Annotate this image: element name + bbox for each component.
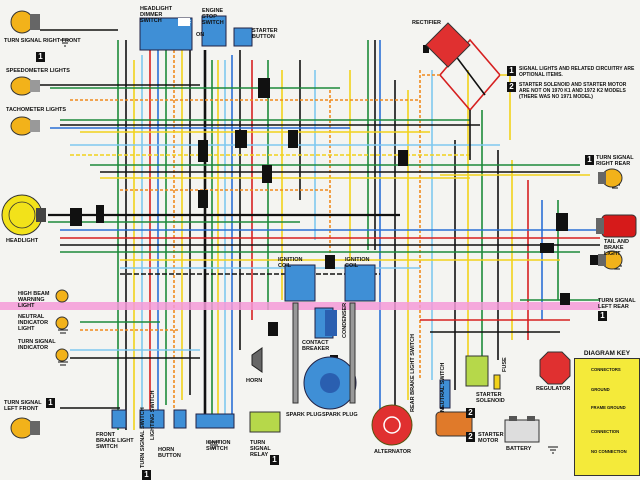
label-horn-button: HORN BUTTON [158, 447, 181, 459]
spark-plug-left-shape [292, 302, 299, 404]
key-frame-ground: FRAME GROUND [591, 405, 626, 410]
label-rectifier: RECTIFIER [412, 20, 442, 26]
diagram-key-title: DIAGRAM KEY [583, 350, 631, 357]
label-headlight-dimmer-switch: HEADLIGHT DIMMER SWITCH [140, 6, 173, 24]
label-turn-signal-indicator: TURN SIGNAL INDICATOR [18, 339, 56, 351]
badge-1: 1 [585, 155, 594, 165]
badge-2: 2 [466, 408, 475, 418]
spark-plug-right-shape [349, 302, 356, 404]
label-speedometer-lights: SPEEDOMETER LIGHTS [6, 68, 70, 74]
label-ignition-coil-right: IGNITION COIL [345, 257, 370, 269]
label-tachometer-lights: TACHOMETER LIGHTS [6, 107, 67, 113]
label-off: OFF [180, 20, 191, 26]
label-neutral-switch: NEUTRAL SWITCH [440, 362, 446, 412]
label-condenser: CONDENSER [342, 302, 348, 338]
key-connection: CONNECTION [591, 429, 620, 434]
label-turn-signal-relay: TURN SIGNAL RELAY [250, 440, 271, 458]
battery-shape [504, 419, 540, 443]
badge-2: 2 [507, 82, 516, 92]
badge-1: 1 [36, 52, 45, 62]
label-contact-breaker: CONTACT BREAKER [302, 340, 330, 352]
key-ground: GROUND [591, 387, 610, 392]
note-2: STARTER SOLENOID AND STARTER MOTOR [519, 82, 627, 88]
alternator-shape [371, 404, 413, 446]
fuse-shape [493, 374, 501, 390]
label-battery: BATTERY [506, 446, 532, 452]
label-starter-motor: STARTER MOTOR [478, 432, 504, 444]
label-neutral-indicator: NEUTRAL INDICATOR LIGHT [18, 314, 49, 332]
label-starter-button: STARTER BUTTON [252, 28, 278, 40]
label-starter-solenoid: STARTER SOLENOID [476, 392, 505, 404]
label-engine-stop-switch: ENGINE STOP SWITCH [202, 8, 224, 26]
starter-solenoid-shape [465, 355, 489, 387]
label-fuse: FUSE [502, 357, 508, 372]
label-turn-signal-right-rear: TURN SIGNAL RIGHT REAR [596, 155, 634, 167]
label-ignition-switch: IGNITION SWITCH [206, 440, 231, 452]
badge-1: 1 [598, 311, 607, 321]
badge-1: 1 [507, 66, 516, 76]
switch-blocks [111, 15, 451, 429]
regulator-shape [539, 351, 571, 385]
label-ignition-coil-left: IGNITION COIL [278, 257, 303, 269]
label-high-beam-warning: HIGH BEAM WARNING LIGHT [18, 291, 50, 309]
label-horn: HORN [246, 378, 263, 384]
lamps [1, 10, 637, 439]
label-front-brake-light-switch: FRONT BRAKE LIGHT SWITCH [96, 432, 134, 450]
label-tail-and-brake-light: TAIL AND BRAKE LIGHT [604, 239, 629, 257]
label-on: ON [196, 32, 205, 38]
label-turn-signal-right-front: TURN SIGNAL RIGHT FRONT [4, 38, 81, 44]
note-1: SIGNAL LIGHTS AND RELATED CIRCUITRY ARE [519, 66, 635, 72]
horn-shape [251, 347, 263, 373]
badge-1: 1 [46, 398, 55, 408]
label-turn-signal-left-front: TURN SIGNAL LEFT FRONT [4, 400, 42, 412]
pink-left-rear-bus [0, 302, 600, 310]
label-alternator: ALTERNATOR [374, 449, 411, 455]
label-lighting-switch: LIGHTING SWITCH [150, 390, 156, 441]
note-1b: OPTIONAL ITEMS. [519, 72, 563, 78]
label-spark-plug-left: SPARK PLUG [286, 412, 322, 418]
label-text: TURN SIGNAL RIGHT FRONT [4, 38, 81, 44]
badge-2: 2 [466, 432, 475, 442]
note-2c: (THERE WAS NO 1971 MODEL) [519, 94, 593, 100]
badge-1: 1 [142, 470, 151, 480]
label-turn-signal-left-rear: TURN SIGNAL LEFT REAR [598, 298, 636, 310]
key-connectors: CONNECTORS [591, 367, 621, 372]
turn-signal-relay-box [249, 411, 281, 433]
note-2b: ARE NOT ON 1970 K1 AND 1972 K2 MODELS [519, 88, 626, 94]
label-headlight: HEADLIGHT [6, 238, 39, 244]
label-rear-brake-light-switch: REAR BRAKE LIGHT SWITCH [410, 334, 416, 412]
diagram-key: DIAGRAM KEY CONNECTORS GROUND FRAME GROU… [574, 350, 640, 476]
label-regulator: REGULATOR [536, 386, 571, 392]
rectifier-shape [425, 22, 471, 68]
key-no-connection: NO CONNECTION [591, 449, 627, 454]
label-spark-plug-right: SPARK PLUG [322, 412, 358, 418]
starter-motor-shape [435, 411, 473, 437]
badge-1: 1 [270, 455, 279, 465]
label-turn-signal-switch: TURN SIGNAL SWITCH [140, 407, 146, 468]
